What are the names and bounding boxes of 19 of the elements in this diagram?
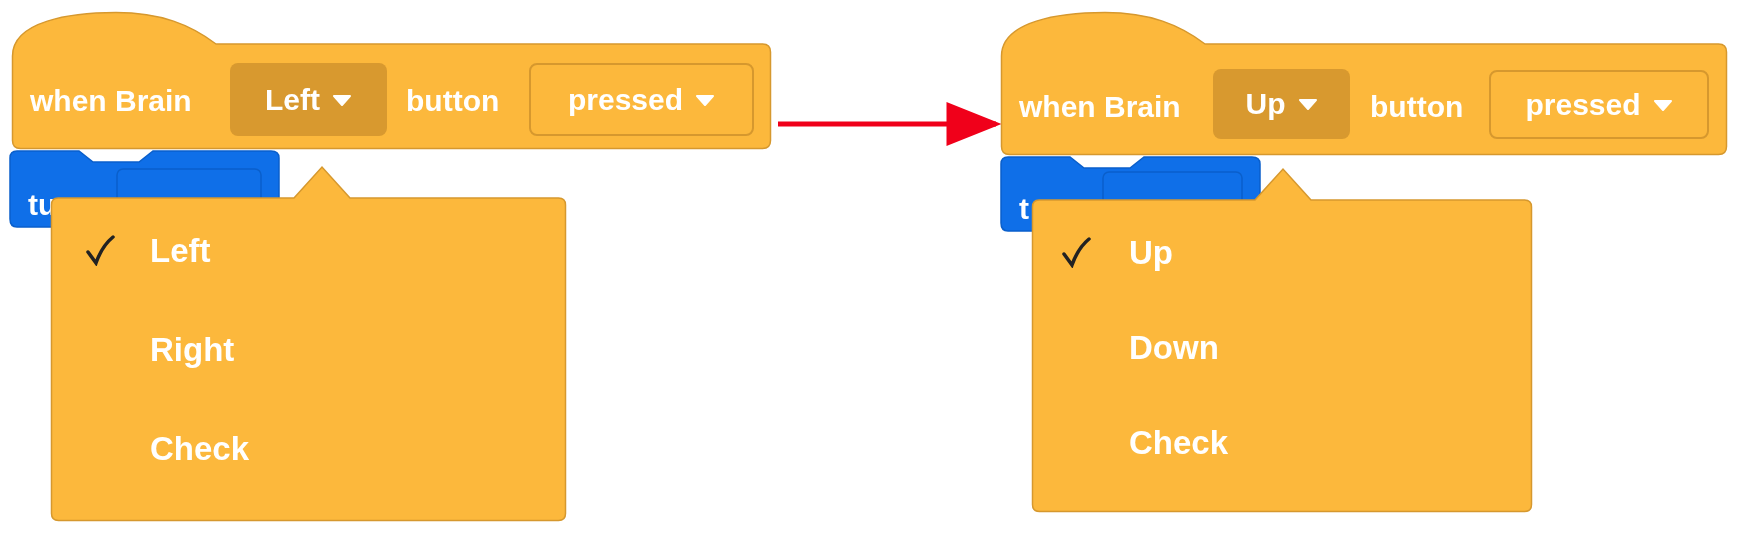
menu-option: Right (150, 332, 235, 366)
menu-option: Down (1129, 330, 1219, 364)
menu-option: Check (1129, 425, 1229, 459)
dropdown-field: Left (230, 63, 387, 136)
block-text: t (1019, 194, 1029, 224)
menu-option: Up (1129, 235, 1173, 269)
dropdown-menu (1031, 167, 1533, 513)
block-text: button (406, 86, 500, 116)
block-text: when Brain (1019, 92, 1181, 122)
event-block (11, 11, 772, 150)
block-text: when Brain (30, 86, 192, 116)
dropdown-field: pressed (1489, 70, 1709, 139)
block-text: button (1370, 92, 1464, 122)
arrow (778, 102, 1002, 146)
menu-option: Check (150, 431, 250, 465)
menu-option: Left (150, 233, 211, 267)
event-block (1000, 11, 1728, 156)
dropdown-field: Up (1213, 69, 1350, 139)
dropdown-field: pressed (529, 63, 754, 136)
